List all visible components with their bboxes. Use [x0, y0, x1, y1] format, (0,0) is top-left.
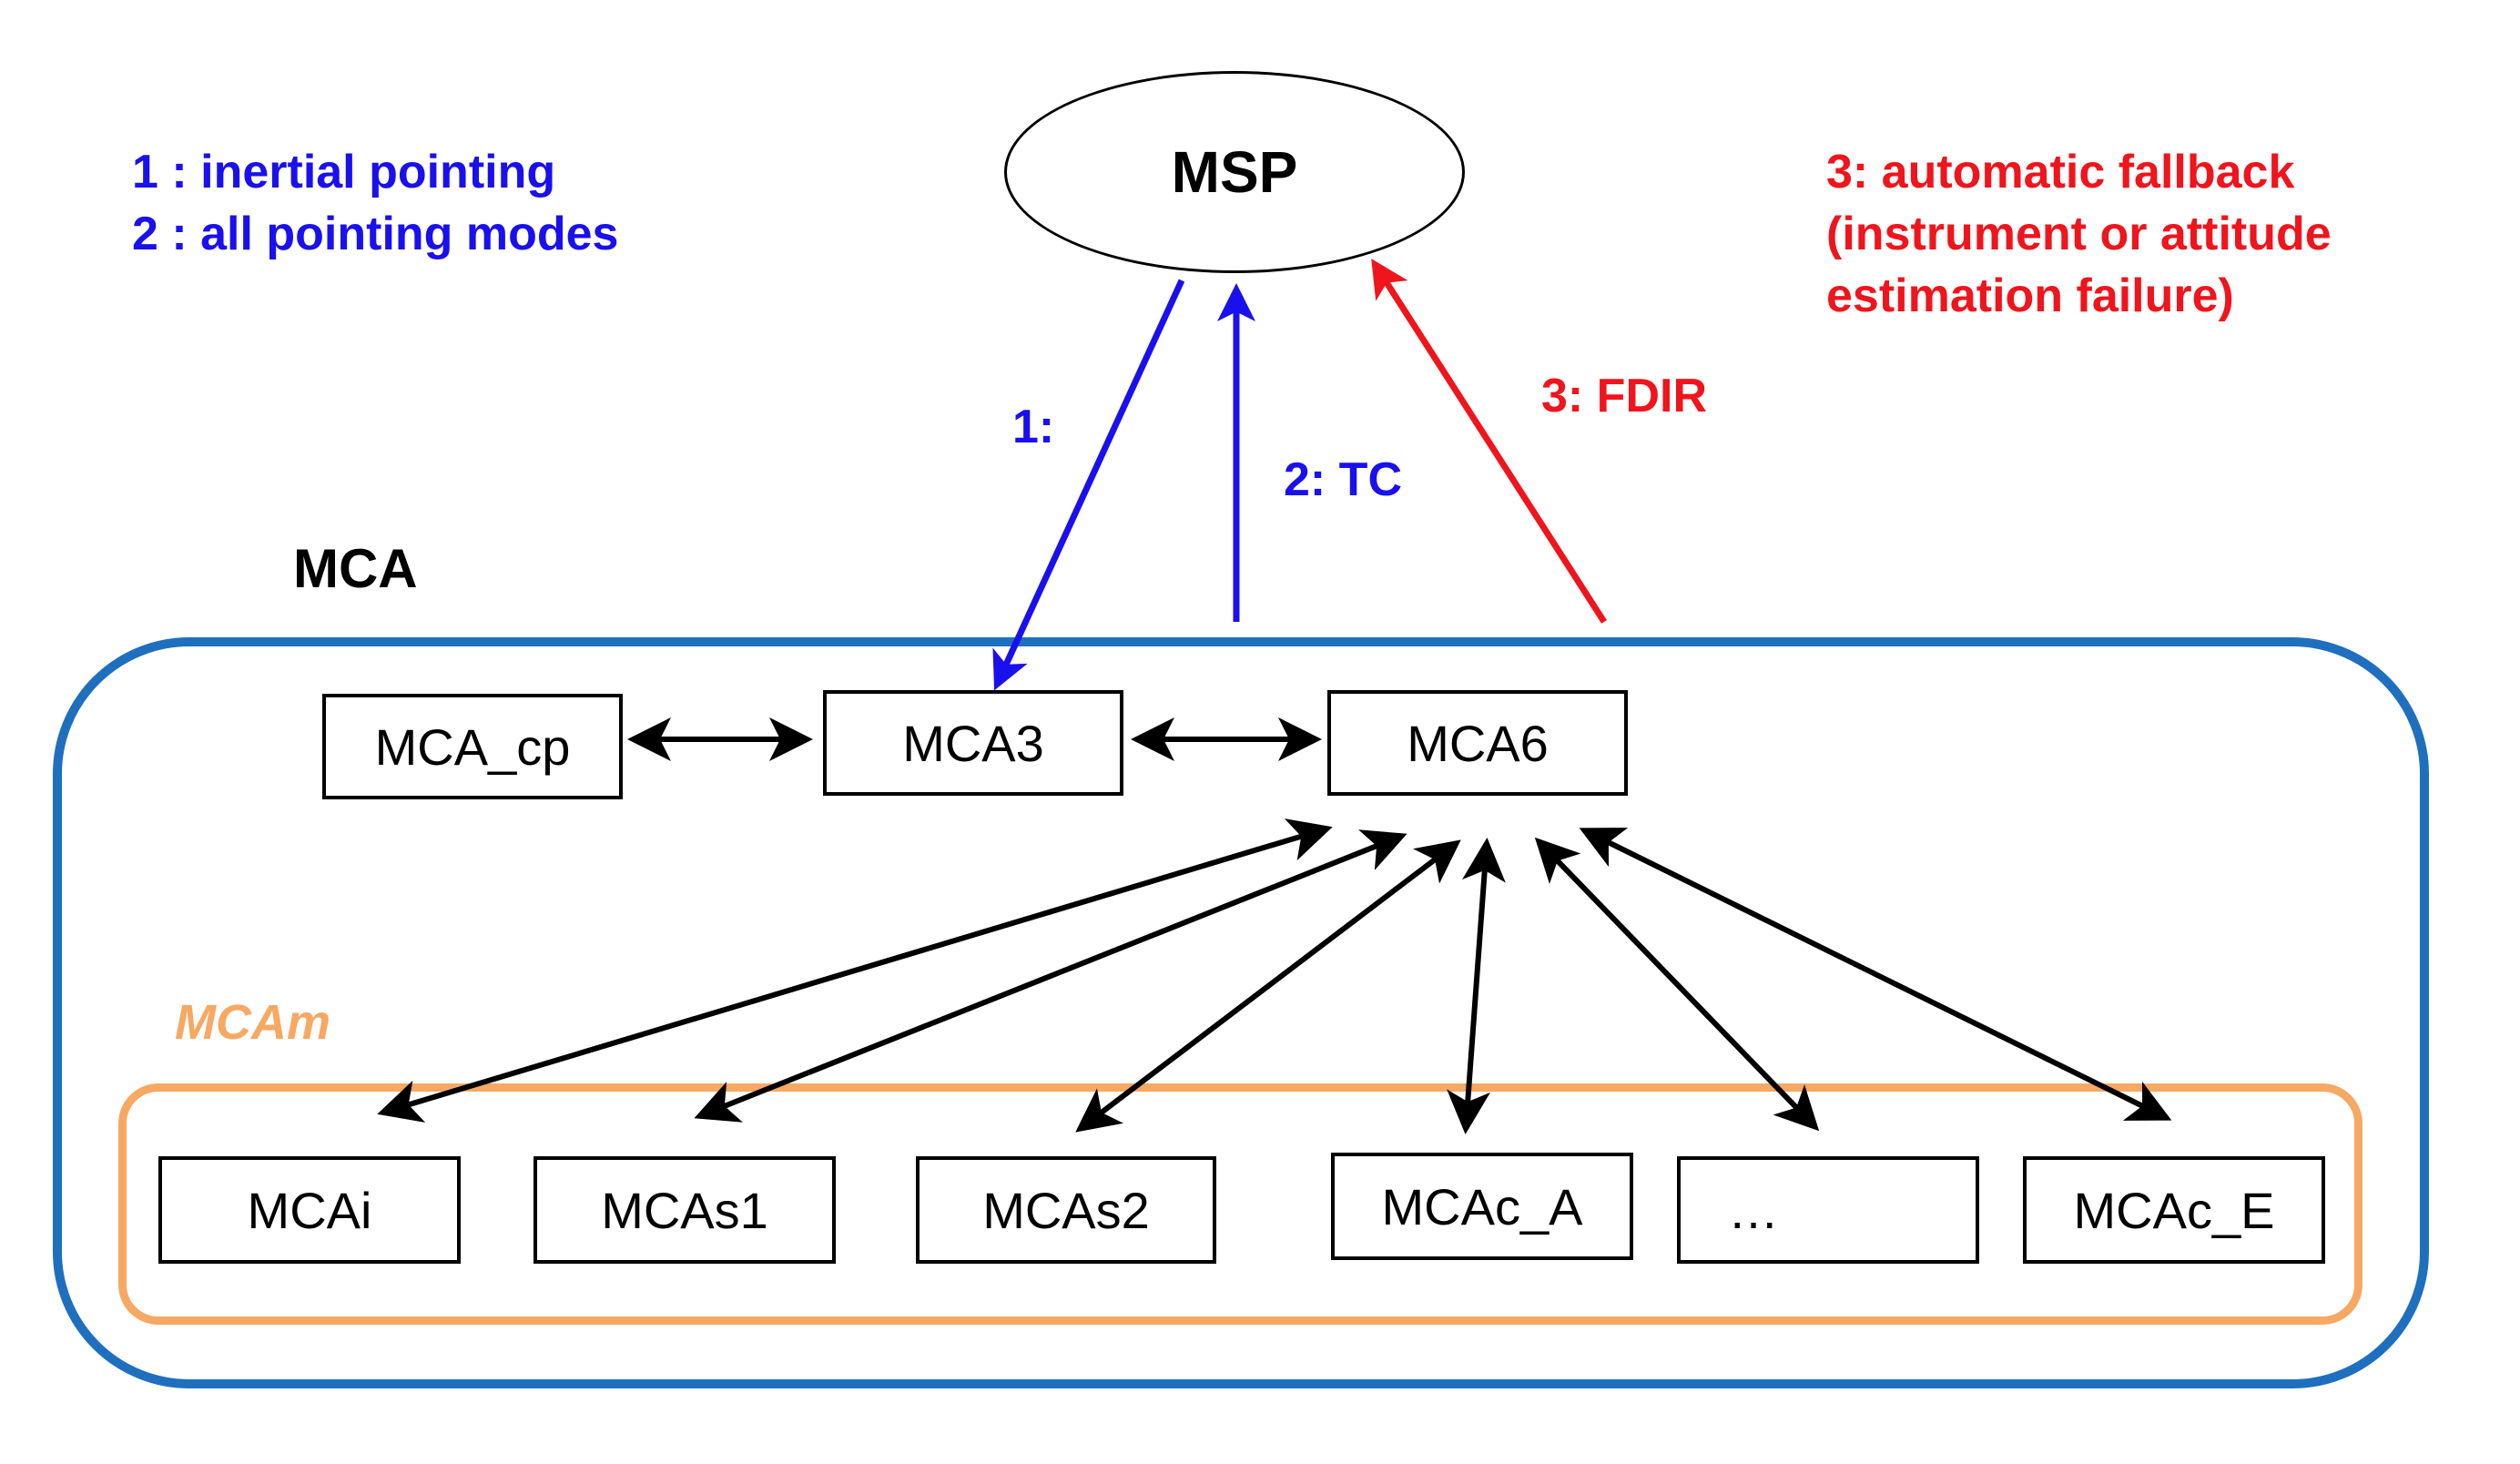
fallback-line-3: estimation failure) [1826, 269, 2234, 322]
node-mca3: MCA3 [823, 690, 1123, 796]
node-mcac-a: MCAc_A [1331, 1153, 1633, 1260]
node-mca3-label: MCA3 [902, 714, 1044, 772]
node-mcac-e: MCAc_E [2023, 1156, 2325, 1264]
mca-group-label: MCA [293, 538, 418, 599]
node-ellipsis: … [1677, 1156, 1979, 1264]
edge-1-label: 1: [1012, 401, 1055, 453]
node-ellipsis-label: … [1728, 1181, 1779, 1239]
node-mcas2: MCAs2 [916, 1156, 1216, 1264]
arrow-mca6-mcai [377, 818, 1333, 1123]
arrow-mca6-mcac-a [1447, 838, 1506, 1134]
node-mcas1: MCAs1 [533, 1156, 836, 1264]
node-mcas2-label: MCAs2 [982, 1181, 1150, 1239]
node-mcai: MCAi [158, 1156, 461, 1264]
fallback-line-1: 3: automatic fallback [1826, 146, 2295, 198]
arrow-mca6-mcas1 [694, 829, 1407, 1123]
node-mca-cp: MCA_cp [322, 694, 623, 799]
fallback-line-2: (instrument or attitude [1826, 208, 2332, 260]
edge-3-fdir [1371, 259, 1607, 624]
legend-inertial-pointing: 1 : inertial pointing [132, 146, 556, 198]
msp-label: MSP [1171, 139, 1298, 205]
node-mcai-label: MCAi [247, 1181, 372, 1239]
msp-node: MSP [1004, 71, 1465, 273]
edge-1-inertial [992, 279, 1185, 691]
node-mcac-a-label: MCAc_A [1381, 1177, 1583, 1235]
mcam-group-label: MCAm [175, 995, 330, 1050]
node-mcas1-label: MCAs1 [601, 1181, 768, 1239]
arrow-mca6-ellipsis [1534, 837, 1820, 1132]
node-mca-cp-label: MCA_cp [374, 717, 571, 776]
edge-2-label: 2: TC [1284, 453, 1402, 506]
edge-3-label: 3: FDIR [1541, 370, 1707, 422]
node-mca6-label: MCA6 [1407, 714, 1549, 772]
node-mca6: MCA6 [1327, 690, 1628, 796]
arrow-mca6-mcas2 [1075, 839, 1461, 1133]
legend-all-pointing-modes: 2 : all pointing modes [132, 208, 619, 260]
node-mcac-e-label: MCAc_E [2073, 1181, 2275, 1239]
arrow-mca6-mcac-e [1579, 828, 2172, 1121]
mca-container [53, 637, 2429, 1388]
